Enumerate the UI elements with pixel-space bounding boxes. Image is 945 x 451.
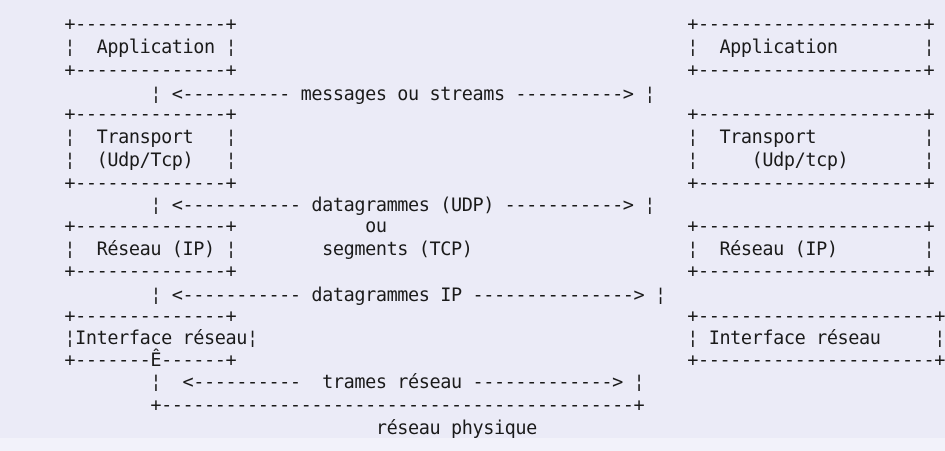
interface-box-bottom: +-------Ê------+ +----------------------… — [0, 350, 945, 371]
datagrams-udp-exchange-row: ¦ <----------- datagrammes (UDP) -------… — [0, 195, 656, 216]
interface-layer-row: ¦Interface réseau¦ ¦ Interface réseau ¦ — [0, 328, 945, 349]
physical-link-line: +---------------------------------------… — [0, 395, 645, 416]
network-box-top-row: +--------------+ ou +-------------------… — [0, 216, 935, 237]
network-box-bottom: +--------------+ +---------------------+ — [0, 261, 935, 282]
frames-exchange-row: ¦ <---------- trames réseau ------------… — [0, 372, 645, 393]
physical-network-label: réseau physique — [0, 418, 537, 439]
transport-box-top: +--------------+ +---------------------+ — [0, 104, 935, 125]
messages-exchange-row: ¦ <---------- messages ou streams ------… — [0, 84, 656, 105]
network-layer-row: ¦ Réseau (IP) ¦ segments (TCP) ¦ Réseau … — [0, 239, 935, 260]
protocol-stack-diagram: +--------------+ +---------------------+… — [0, 14, 945, 416]
ip-datagrams-exchange-row: ¦ <----------- datagrammes IP ----------… — [0, 285, 666, 306]
transport-protocol-row: ¦ (Udp/Tcp) ¦ ¦ (Udp/tcp) ¦ — [0, 150, 935, 171]
application-layer-row: ¦ Application ¦ ¦ Application ¦ — [0, 37, 935, 58]
left-application-box-top: +--------------+ +---------------------+ — [0, 14, 935, 35]
application-box-bottom: +--------------+ +---------------------+ — [0, 60, 935, 81]
transport-layer-row: ¦ Transport ¦ ¦ Transport ¦ — [0, 127, 935, 148]
interface-box-top: +--------------+ +----------------------… — [0, 306, 945, 327]
transport-box-bottom: +--------------+ +---------------------+ — [0, 173, 935, 194]
